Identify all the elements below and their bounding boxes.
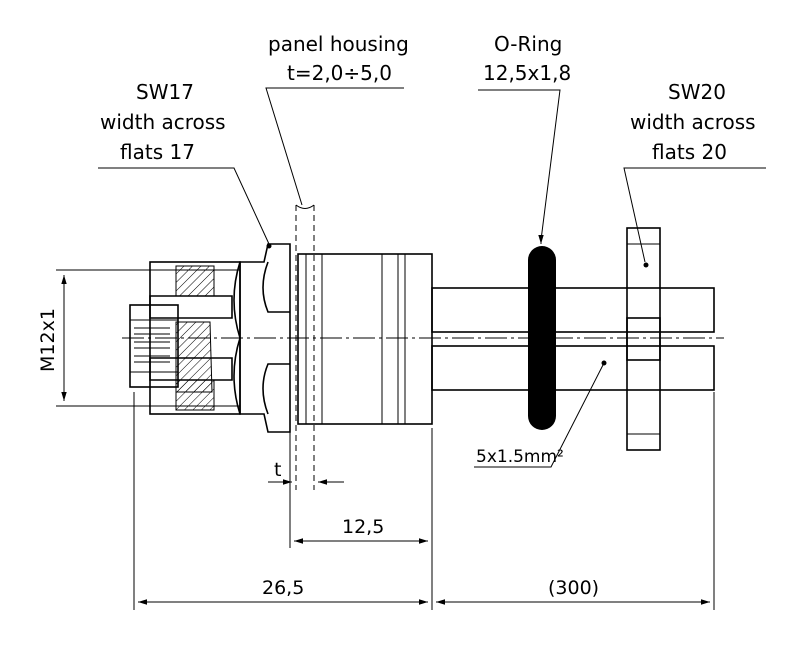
panel-housing (295, 204, 315, 490)
thread-dimension: M12x1 (37, 269, 150, 407)
panel-thickness-text: t=2,0÷5,0 (287, 61, 392, 85)
cable-lower (431, 345, 715, 391)
t-dimension: t (268, 459, 344, 485)
dim-26-5-text: 26,5 (262, 577, 304, 599)
label-panel-housing: panel housing t=2,0÷5,0 (265, 32, 409, 206)
sw20-line2: width across (630, 110, 756, 134)
dim-300-text: (300) (548, 577, 599, 599)
t-text: t (274, 459, 281, 481)
o-ring-leader (478, 89, 561, 241)
sw20-text: SW20 (668, 80, 726, 104)
label-sw20: SW20 width across flats 20 (623, 80, 766, 268)
dim-12-5-text: 12,5 (342, 516, 384, 538)
label-sw17: SW17 width across flats 17 (98, 80, 272, 249)
connector-drawing: 5x1.5mm² (122, 204, 724, 490)
cable-spec-text: 5x1.5mm² (476, 447, 564, 467)
sw17-line2: width across (100, 110, 226, 134)
dimension-26-5: 26,5 (133, 392, 428, 610)
cable-leader (474, 362, 605, 468)
label-o-ring: O-Ring 12,5x1,8 (478, 32, 571, 244)
o-ring-text: O-Ring (494, 32, 562, 56)
thread-text: M12x1 (37, 308, 59, 372)
panel-housing-text: panel housing (268, 32, 409, 56)
dimension-12-5: 12,5 (289, 428, 433, 610)
sw17-leader (98, 167, 270, 245)
dimension-300: (300) (436, 392, 715, 610)
cable-upper (431, 287, 715, 333)
o-ring (528, 246, 556, 430)
pin-insert (129, 304, 179, 388)
housing-body (297, 253, 433, 425)
o-ring-size-text: 12,5x1,8 (483, 61, 571, 85)
sw20-line3: flats 20 (652, 140, 727, 164)
sw20-leader (623, 167, 766, 263)
sw20-nut (626, 227, 661, 451)
sw17-line3: flats 17 (120, 140, 195, 164)
panel-leader (265, 87, 404, 206)
sw17-text: SW17 (136, 80, 194, 104)
